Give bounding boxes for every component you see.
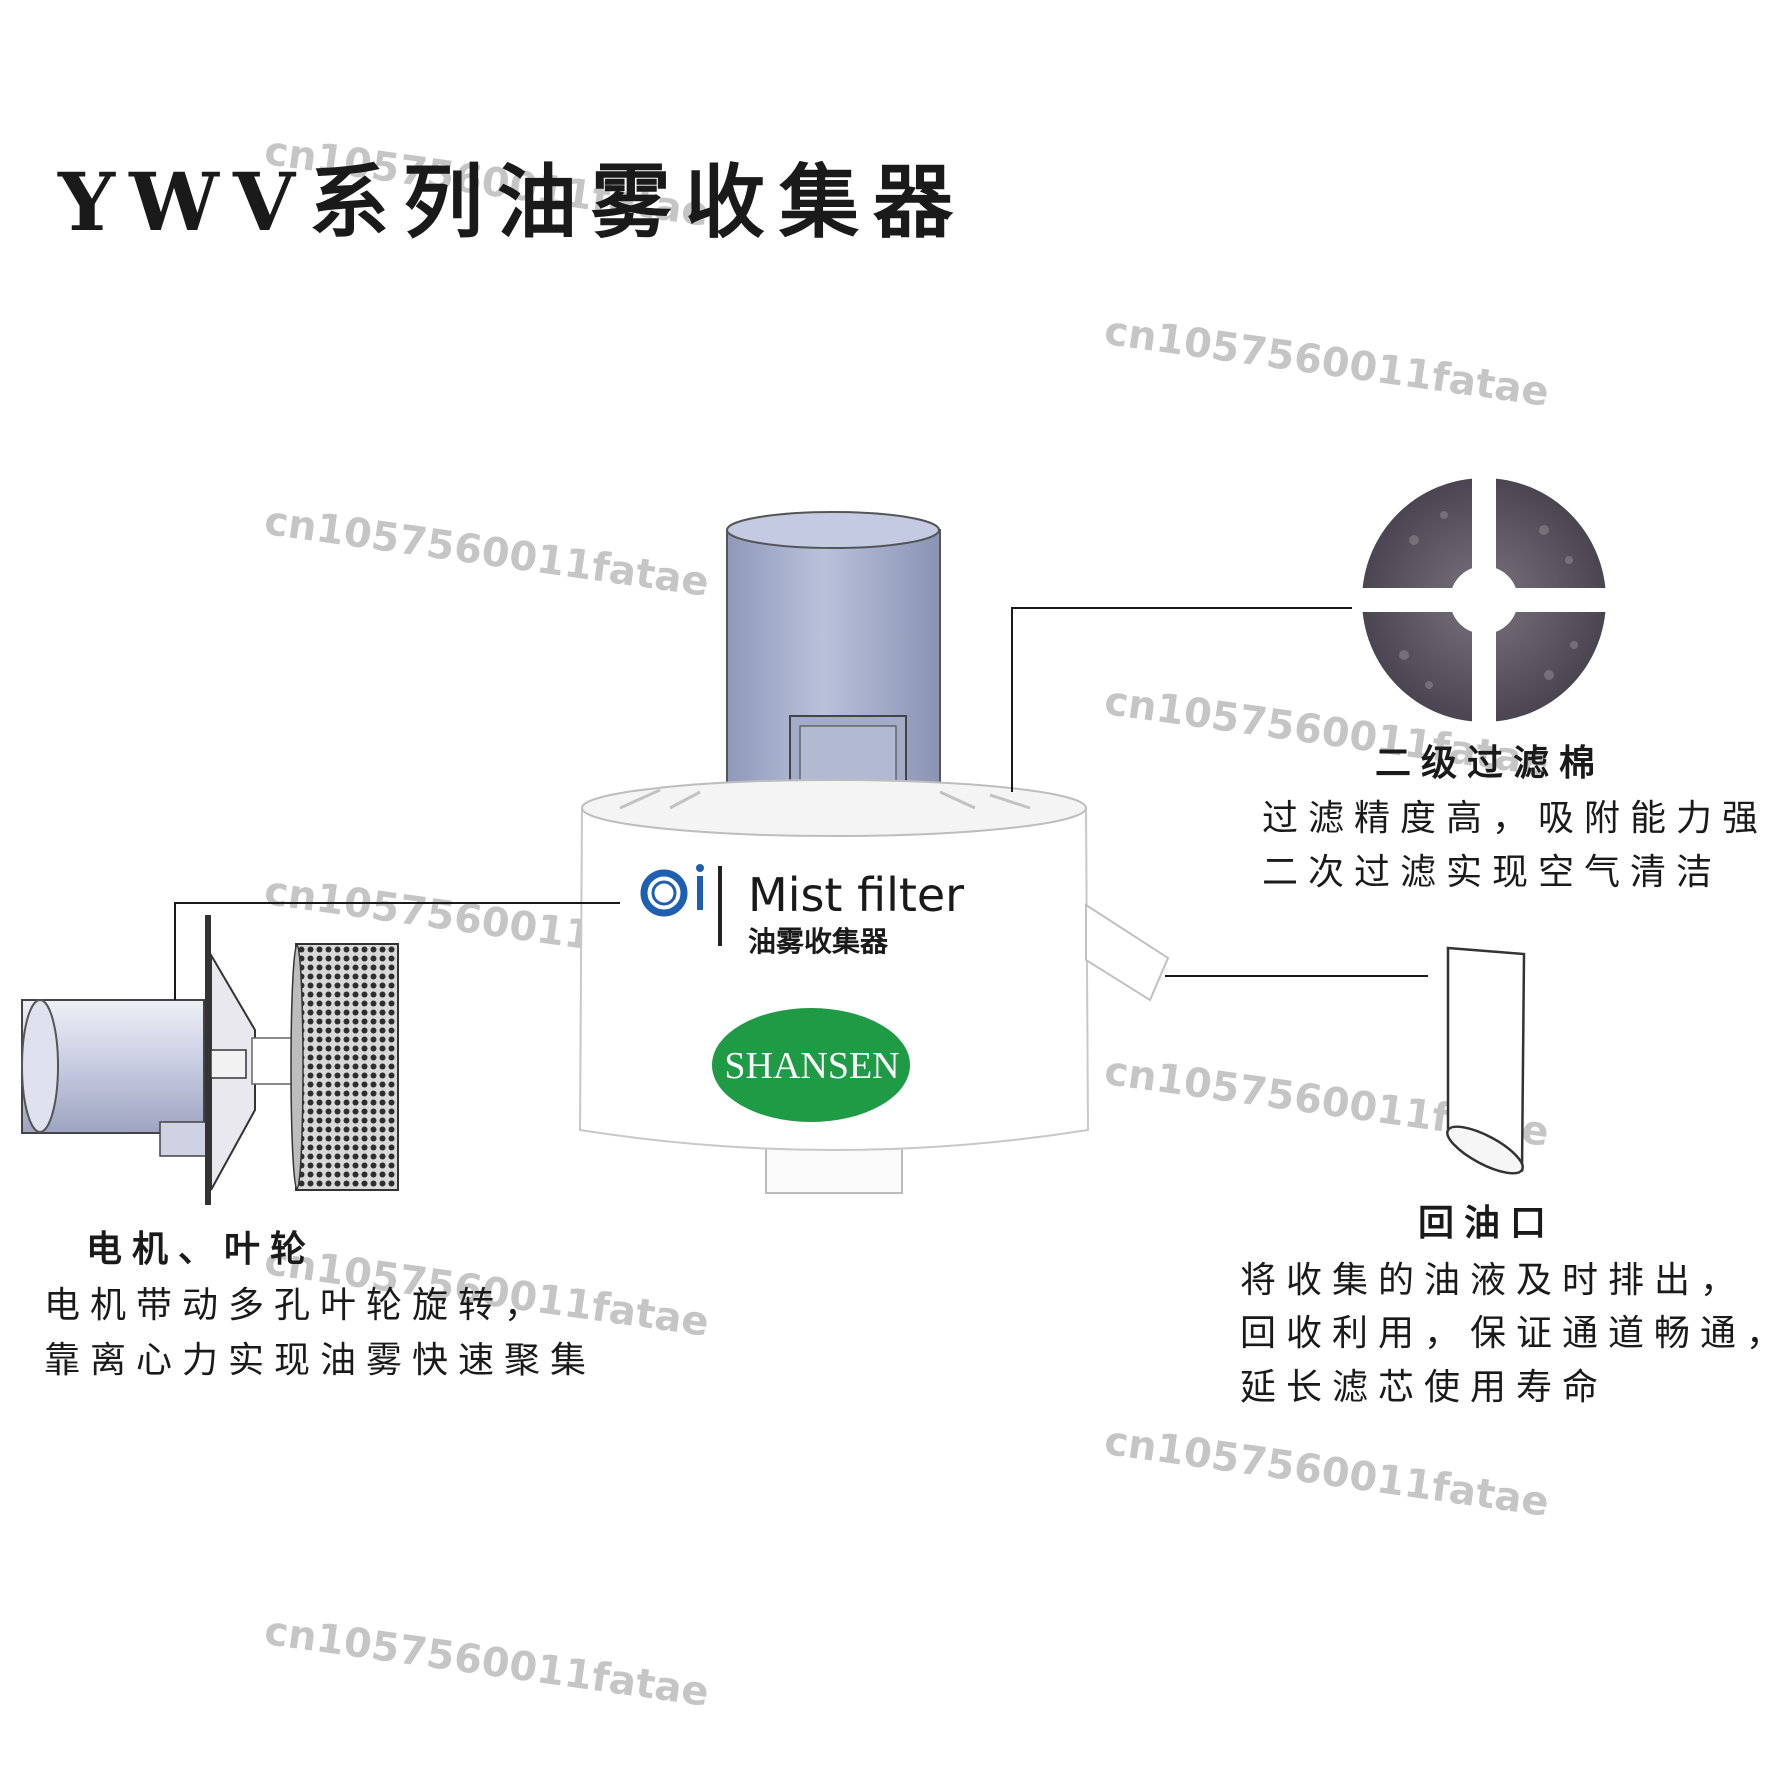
oil-return-label: 回油口 [1418, 1202, 1557, 1244]
oil-return-line-3: 延长滤芯使用寿命 [1240, 1367, 1609, 1408]
motor-impeller-illustration [21, 915, 399, 1205]
collector-body [578, 779, 1170, 1194]
leader-lines [174, 607, 1428, 1000]
oil-return-illustration [1446, 946, 1526, 1175]
filter-cotton-illustration [1359, 475, 1609, 725]
shansen-badge-text: SHANSEN [724, 1045, 900, 1087]
oil-return-line-2: 回收利用，保证通道畅通， [1240, 1313, 1772, 1354]
brand-chinese: 油雾收集器 [748, 925, 889, 958]
motor-impeller-line-2: 靠离心力实现油雾快速聚集 [44, 1340, 597, 1381]
page-title: YWV系列油雾收集器 [58, 155, 968, 249]
motor-impeller-label: 电机、叶轮 [86, 1228, 317, 1270]
filter-cotton-label: 二级过滤棉 [1375, 742, 1606, 784]
filter-cotton-line-2: 二次过滤实现空气清洁 [1262, 852, 1723, 893]
motor-impeller-line-1: 电机带动多孔叶轮旋转， [44, 1285, 551, 1326]
filter-cotton-line-1: 过滤精度高，吸附能力强， [1262, 798, 1772, 839]
brand-english: Mist filter [748, 868, 965, 922]
oil-return-line-1: 将收集的油液及时排出， [1240, 1260, 1747, 1301]
